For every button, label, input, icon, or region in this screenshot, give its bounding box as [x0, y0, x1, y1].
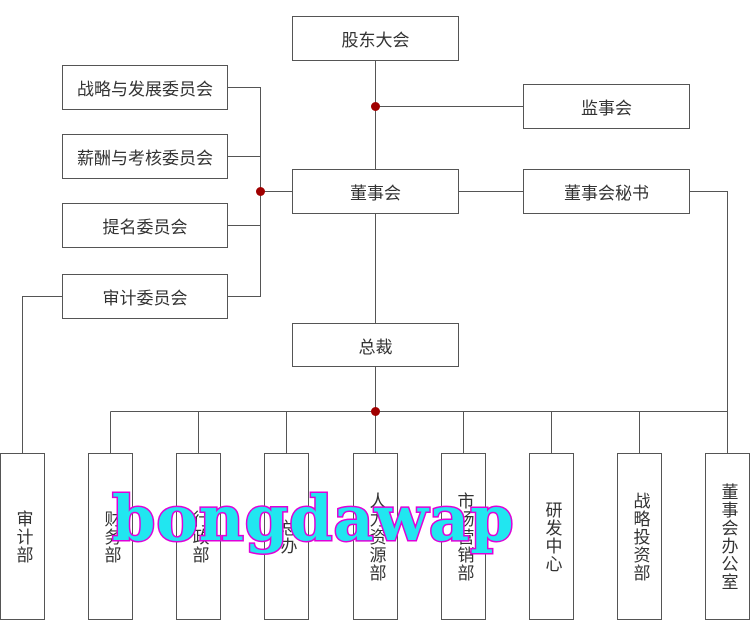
dept-marketing: 市场营销部 [441, 453, 486, 620]
node-nomination-committee: 提名委员会 [62, 203, 228, 248]
connector-secretary-office [690, 191, 728, 453]
dept-label: 市场营销部 [453, 491, 474, 582]
junction-supervisory [371, 102, 380, 111]
dept-board-office: 董事会办公室 [705, 453, 750, 620]
node-board-secretary: 董事会秘书 [523, 169, 690, 214]
dept-strategic-investment: 战略投资部 [617, 453, 662, 620]
node-board: 董事会 [292, 169, 459, 214]
junction-departments [371, 407, 380, 416]
dept-human-resources: 人力资源部 [353, 453, 398, 620]
dept-general-office: 总办 [264, 453, 309, 620]
dept-label: 总办 [276, 518, 297, 555]
watermark-text: bongdawap [111, 482, 516, 555]
department-drops [110, 411, 640, 453]
node-president: 总裁 [292, 323, 459, 367]
node-strategy-committee: 战略与发展委员会 [62, 65, 228, 110]
dept-label: 行政部 [188, 509, 209, 564]
dept-label: 财务部 [100, 509, 121, 564]
dept-administration: 行政部 [176, 453, 221, 620]
connector-audit [22, 296, 62, 453]
node-supervisory-board: 监事会 [523, 84, 690, 129]
dept-finance: 财务部 [88, 453, 133, 620]
node-audit-committee: 审计委员会 [62, 274, 228, 319]
dept-label: 战略投资部 [629, 491, 650, 582]
dept-label: 研发中心 [541, 500, 562, 573]
dept-label: 人力资源部 [365, 491, 386, 582]
junction-committees [256, 187, 265, 196]
dept-rnd-center: 研发中心 [529, 453, 574, 620]
node-compensation-committee: 薪酬与考核委员会 [62, 134, 228, 179]
node-shareholders: 股东大会 [292, 16, 459, 61]
dept-audit: 审计部 [0, 453, 45, 620]
dept-label: 审计部 [12, 509, 33, 564]
dept-label: 董事会办公室 [717, 482, 738, 591]
